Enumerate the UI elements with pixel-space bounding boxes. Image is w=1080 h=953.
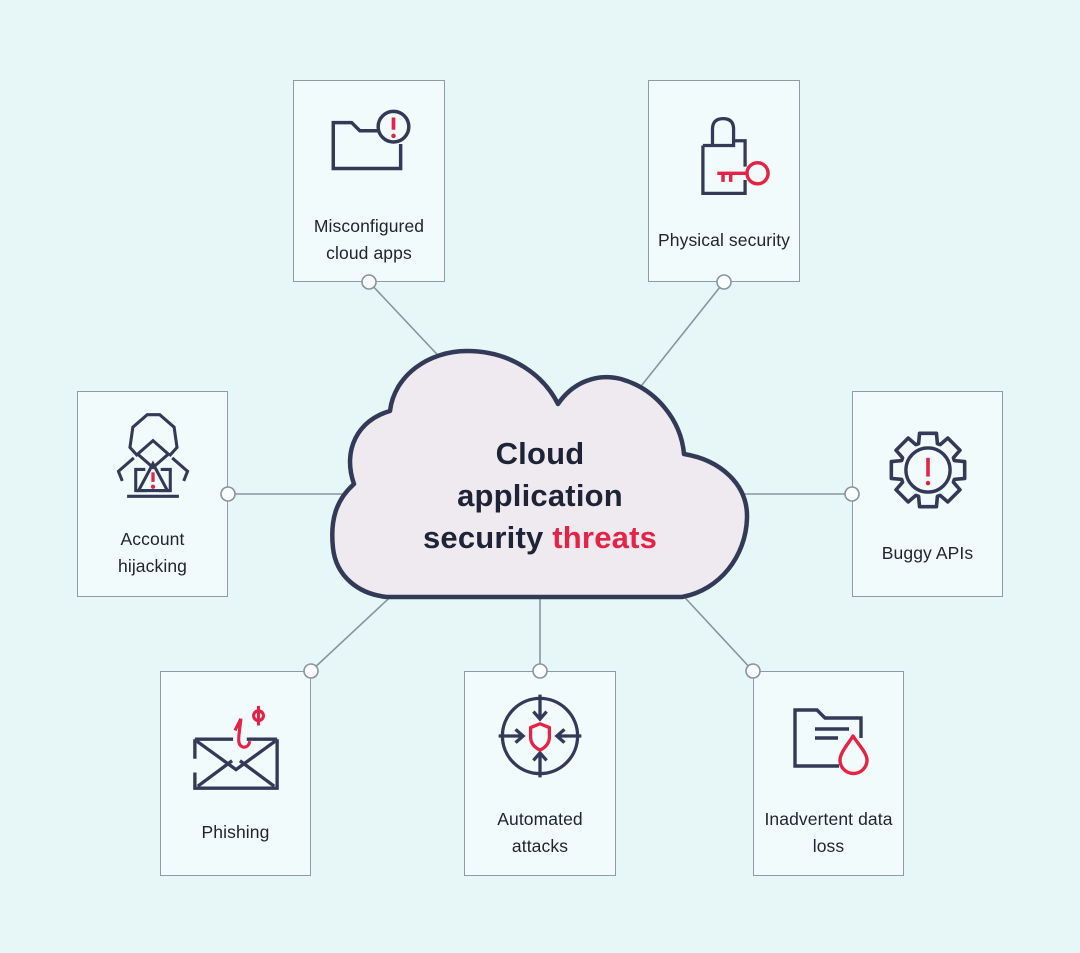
cloud-shape [330,348,750,600]
threat-label: Misconfigured cloud apps [313,216,425,263]
padlock-key-icon [701,116,770,195]
threat-card-inadvertent-data-loss: Inadvertent data loss [753,671,904,876]
threat-label: Physical security [657,229,791,250]
threat-card-account-hijacking: Account hijacking [77,391,228,597]
fishing-hook-envelope-icon [192,705,279,790]
threat-card-buggy-apis: Buggy APIs [852,391,1003,597]
cloud-title-line1: Cloud [495,436,585,471]
folder-droplet-icon [792,707,869,775]
threat-card-misconfigured-cloud-apps: Misconfigured cloud apps [293,80,445,282]
threat-label: Account hijacking [118,529,187,576]
cloud-title: Cloud application security threats [340,433,740,559]
threat-card-physical-security: Physical security [648,80,800,282]
threat-card-automated-attacks: Automated attacks [464,671,616,876]
threat-label: Buggy APIs [881,542,974,563]
threats-word: threats [552,520,658,555]
folder-alert-icon [331,109,411,171]
inward-arrows-shield-icon [498,694,582,777]
threat-label: Phishing [201,822,270,842]
threat-label: Automated attacks [497,808,583,856]
threat-label: Inadvertent data loss [764,808,893,856]
cloud-title-line3: security threats [422,520,658,555]
gear-alert-icon [889,431,966,508]
threat-card-phishing: Phishing [160,671,311,876]
cloud-title-line2: application [457,478,623,513]
connector-physical-security [629,281,725,401]
hooded-hacker-icon [116,413,189,498]
